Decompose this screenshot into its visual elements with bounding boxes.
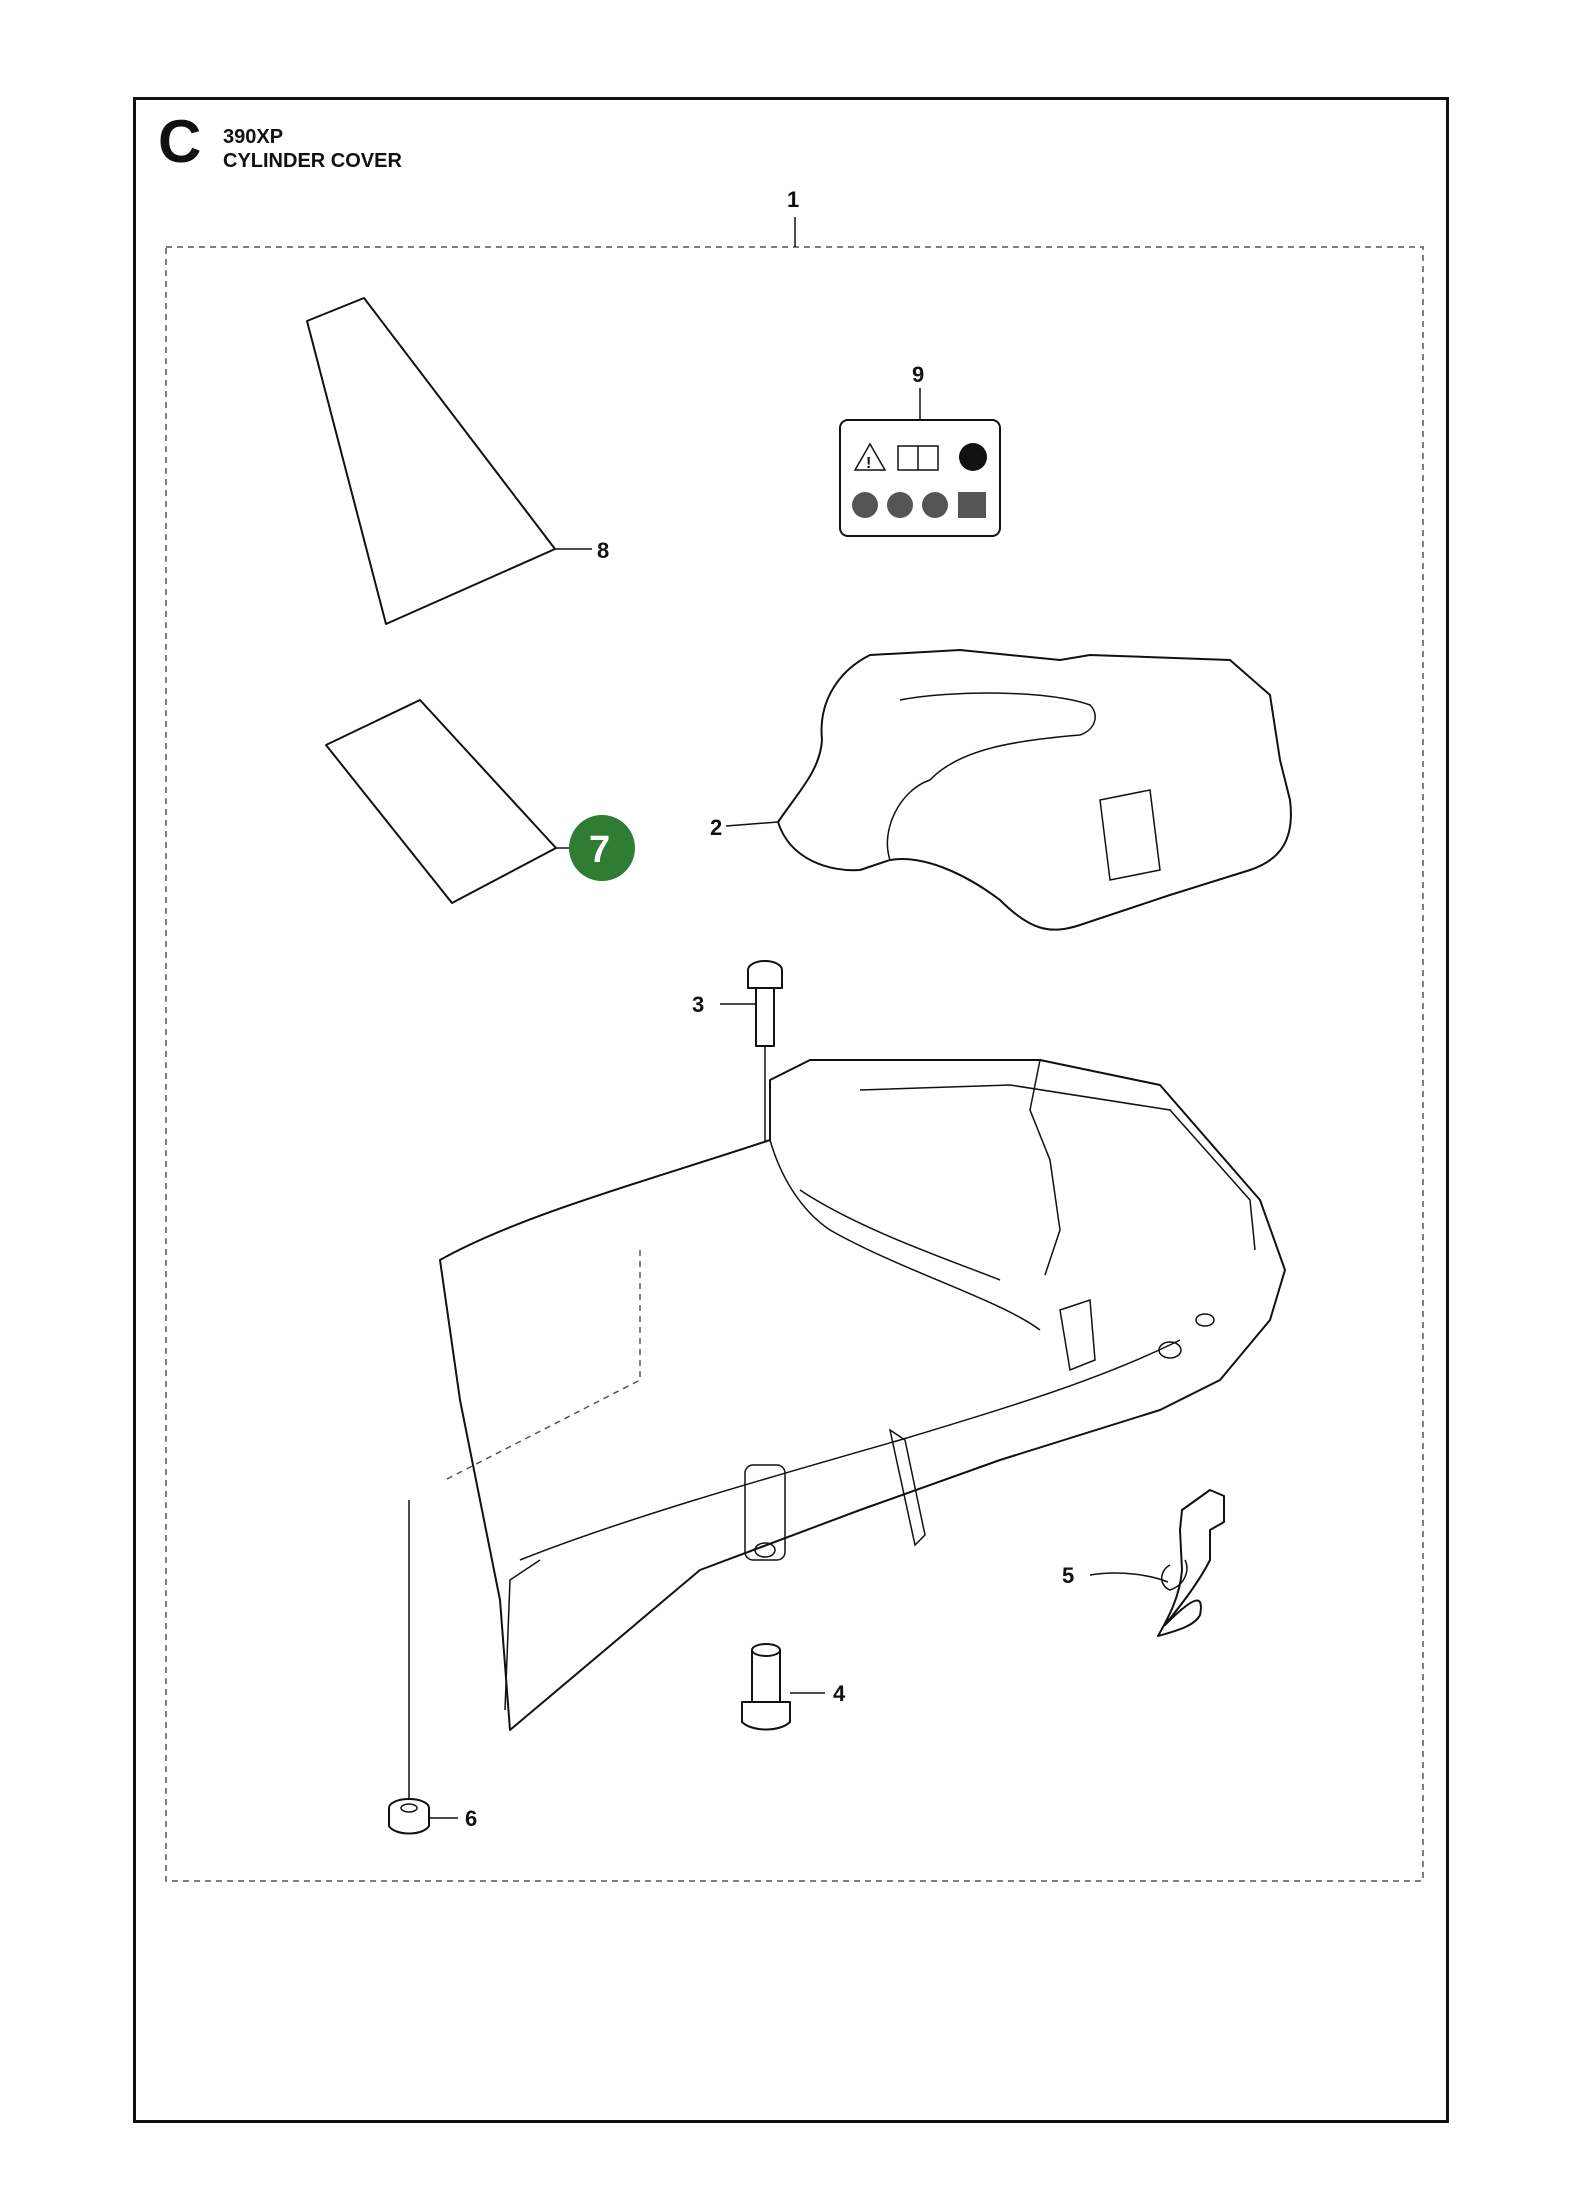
decal-part-8[interactable] — [306, 297, 556, 625]
grommet-part-6[interactable] — [388, 1798, 430, 1835]
callout-4[interactable]: 4 — [833, 1681, 846, 1706]
callout-6[interactable]: 6 — [465, 1806, 477, 1831]
callout-leader-5 — [1089, 1572, 1169, 1583]
page-title: CYLINDER COVER — [223, 150, 402, 172]
sleeve-part-4[interactable] — [741, 1643, 791, 1731]
callout-2[interactable]: 2 — [710, 815, 722, 840]
page-frame — [133, 97, 1449, 2123]
callout-5[interactable]: 5 — [1062, 1563, 1074, 1588]
decal-part-7[interactable] — [325, 699, 557, 904]
callout-3[interactable]: 3 — [692, 992, 704, 1017]
cylinder-cover-part-1-body[interactable] — [439, 1059, 1286, 1731]
svg-text:!: ! — [866, 455, 871, 472]
callout-9[interactable]: 9 — [912, 362, 924, 387]
callout-1[interactable]: 1 — [787, 187, 799, 212]
section-letter: C — [158, 108, 202, 175]
callout-7[interactable]: 7 — [589, 829, 610, 871]
warning-label-part-9[interactable]: ! — [839, 419, 1001, 537]
callout-8[interactable]: 8 — [597, 538, 609, 563]
highlight-badge — [569, 815, 635, 881]
callout-leader-2 — [725, 821, 779, 827]
cover-part-2[interactable] — [777, 649, 1292, 931]
clip-part-5[interactable] — [1157, 1489, 1225, 1637]
model-name: 390XP — [223, 126, 284, 148]
